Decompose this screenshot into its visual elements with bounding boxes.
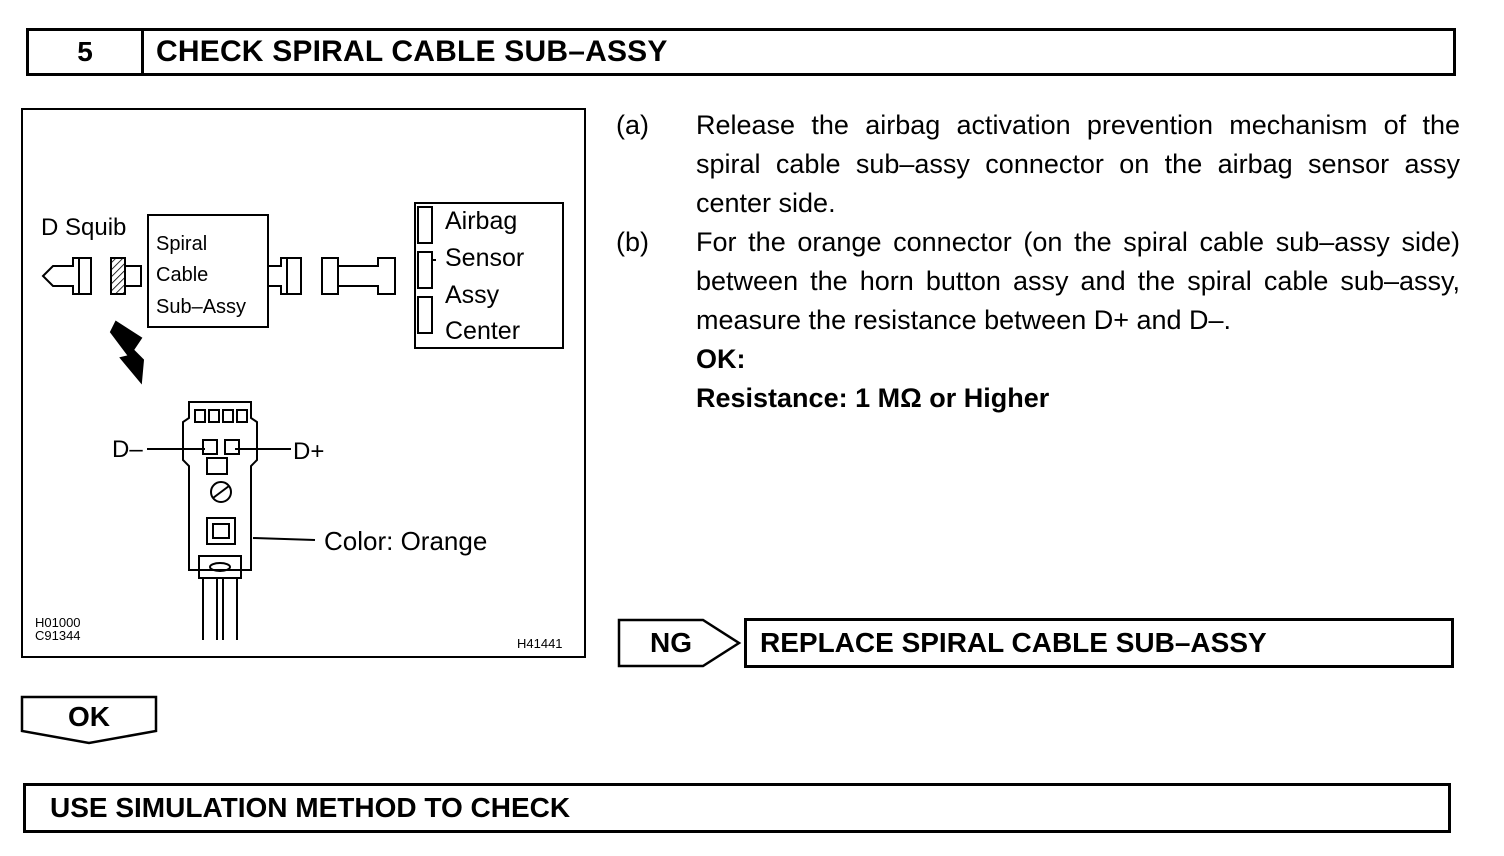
ref-code-1: H01000	[35, 615, 81, 630]
step-number: 5	[29, 31, 144, 73]
airbag-label-line-4: Center	[445, 317, 521, 345]
harness-connector-icon	[321, 257, 339, 295]
resistance-spec: Resistance: 1 MΩ or Higher	[696, 383, 1050, 413]
ok-arrow-shape	[20, 695, 158, 745]
orange-connector-icon	[182, 401, 258, 640]
spiral-label-line-1: Spiral	[156, 233, 208, 255]
hatched-connector-icon	[110, 257, 126, 295]
d-plus-label: D+	[293, 438, 325, 465]
color-label: Color: Orange	[324, 526, 488, 556]
wiring-figure: D Squib Spiral Cable Sub–Assy Airbag Sen…	[21, 108, 586, 658]
spec-row: Resistance: 1 MΩ or Higher	[616, 379, 1460, 418]
airbag-label-line-3: Assy	[445, 281, 500, 309]
step-label: (b)	[616, 227, 649, 257]
ok-tag: OK	[20, 695, 158, 745]
ok-label: OK	[68, 701, 110, 732]
instruction-step-b: (b) For the orange connector (on the spi…	[616, 223, 1460, 340]
d-squib-label: D Squib	[41, 214, 127, 241]
instruction-step-a: (a) Release the airbag activation preven…	[616, 106, 1460, 223]
airbag-label-line-1: Airbag	[445, 207, 518, 235]
ok-label: OK:	[696, 344, 746, 374]
squib-connector-icon	[41, 257, 92, 295]
ok-criteria: OK:	[616, 340, 1460, 379]
ref-code-2: C91344	[35, 628, 81, 643]
step-text: For the orange connector (on the spiral …	[696, 227, 1460, 335]
ng-arrow-shape	[617, 618, 742, 668]
step-header: 5 CHECK SPIRAL CABLE SUB–ASSY	[26, 28, 1456, 76]
connector-diagram	[41, 202, 564, 640]
step-label: (a)	[616, 110, 649, 140]
spiral-cable-box	[147, 214, 269, 328]
step-text: Release the airbag activation prevention…	[696, 110, 1460, 218]
step-title: CHECK SPIRAL CABLE SUB–ASSY	[156, 35, 668, 68]
ng-action-box: REPLACE SPIRAL CABLE SUB–ASSY	[744, 618, 1454, 668]
result-action-box: USE SIMULATION METHOD TO CHECK	[23, 783, 1451, 833]
ng-tag: NG	[617, 618, 742, 668]
airbag-label-line-2: Sensor	[445, 244, 525, 272]
spiral-label-line-3: Sub–Assy	[156, 296, 247, 318]
d-minus-label: D–	[112, 436, 143, 463]
airbag-sensor-box	[414, 202, 564, 349]
spiral-label-line-2: Cable	[156, 264, 209, 286]
figure-id: H41441	[517, 636, 563, 651]
arrow-icon	[109, 320, 145, 385]
instructions: (a) Release the airbag activation preven…	[616, 106, 1460, 418]
ng-label: NG	[650, 627, 692, 658]
